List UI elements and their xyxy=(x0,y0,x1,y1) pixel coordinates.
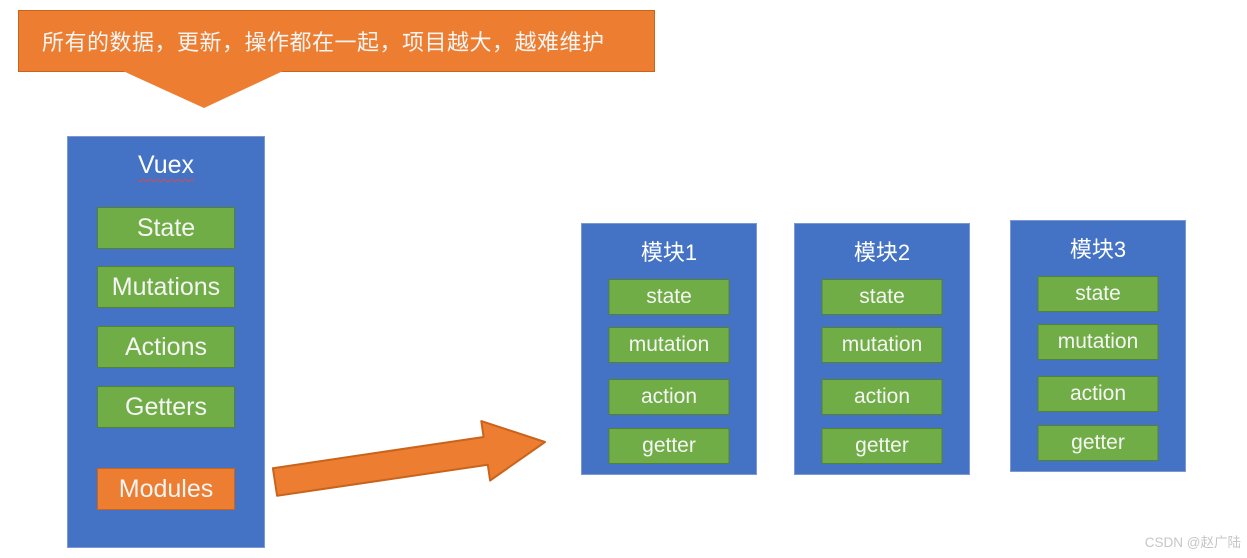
module-1-item-action: action xyxy=(608,379,730,415)
callout-text: 所有的数据，更新，操作都在一起，项目越大，越难维护 xyxy=(42,30,605,55)
vuex-item-modules: Modules xyxy=(97,468,235,510)
callout-note: 所有的数据，更新，操作都在一起，项目越大，越难维护 xyxy=(18,10,655,72)
module-3-title: 模块3 xyxy=(1069,237,1127,262)
watermark: CSDN @赵广陆 xyxy=(1144,535,1241,550)
module-3-item-mutation: mutation xyxy=(1037,324,1159,360)
callout-pointer-triangle xyxy=(123,71,283,108)
module-2-item-mutation: mutation xyxy=(821,327,943,363)
module-panel-1: 模块1 state mutation action getter xyxy=(581,223,757,475)
module-3-item-getter: getter xyxy=(1037,425,1159,461)
vuex-item-state: State xyxy=(97,207,235,249)
module-panel-3: 模块3 state mutation action getter xyxy=(1010,220,1186,472)
module-3-item-state: state xyxy=(1037,276,1159,312)
vuex-item-getters: Getters xyxy=(97,386,235,428)
arrow-shape xyxy=(271,420,546,497)
module-1-title: 模块1 xyxy=(640,240,698,265)
module-1-item-state: state xyxy=(608,279,730,315)
module-1-item-mutation: mutation xyxy=(608,327,730,363)
module-3-item-action: action xyxy=(1037,376,1159,412)
module-2-item-action: action xyxy=(821,379,943,415)
vuex-item-mutations: Mutations xyxy=(97,266,235,308)
module-2-item-state: state xyxy=(821,279,943,315)
vuex-panel-title: Vuex xyxy=(137,151,195,179)
vuex-panel: Vuex State Mutations Actions Getters Mod… xyxy=(67,136,265,548)
module-2-title: 模块2 xyxy=(853,240,911,265)
module-1-item-getter: getter xyxy=(608,428,730,464)
vuex-item-actions: Actions xyxy=(97,326,235,368)
module-panel-2: 模块2 state mutation action getter xyxy=(794,223,970,475)
module-2-item-getter: getter xyxy=(821,428,943,464)
